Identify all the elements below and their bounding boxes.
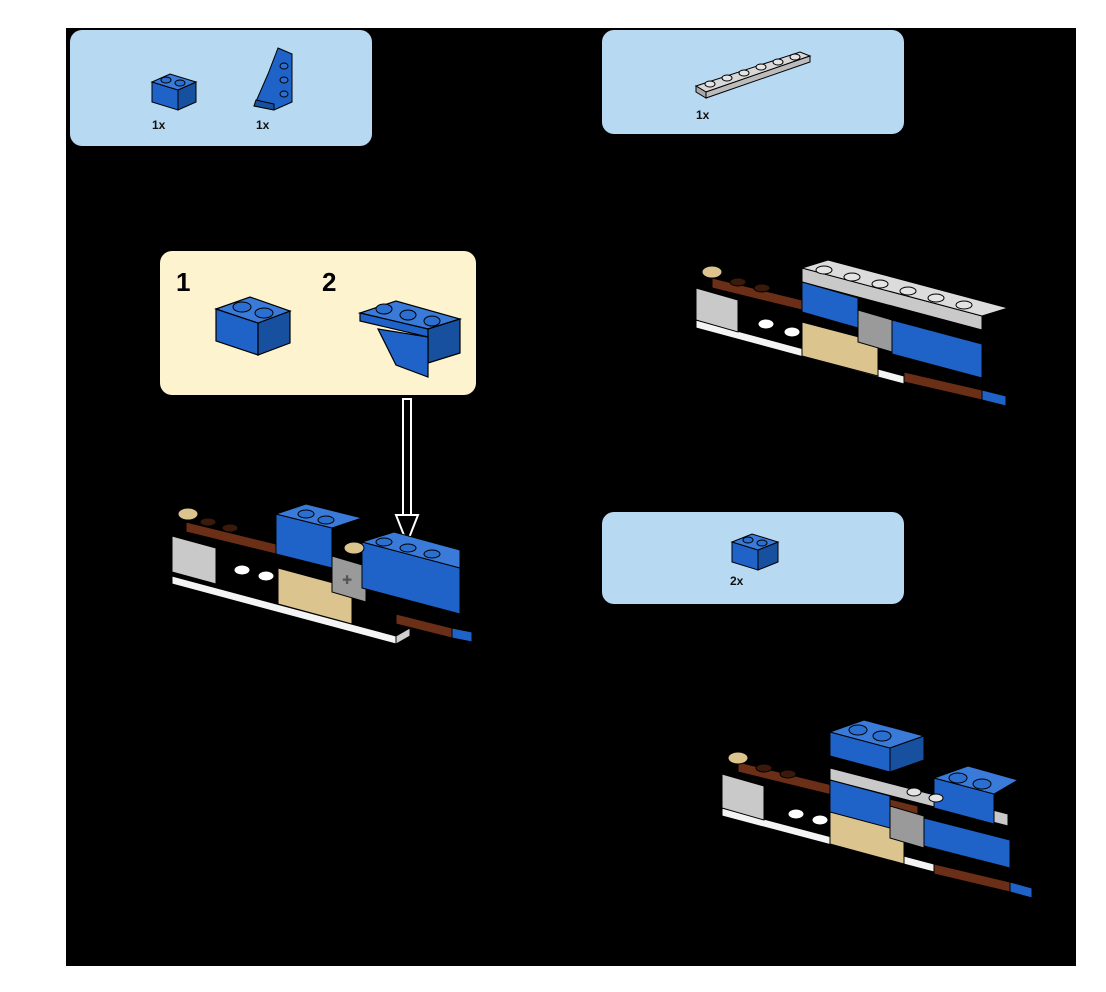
substep-number: 2 — [322, 267, 337, 297]
blue-brick-1x2-icon — [214, 296, 292, 356]
blue-brick-1x2-icon — [730, 533, 780, 571]
svg-text:✚: ✚ — [342, 573, 352, 587]
parts-list-panel: 2x — [602, 512, 904, 604]
substep-panel: 1 2 — [160, 251, 476, 395]
parts-list-panel: 1x — [602, 30, 904, 134]
light-gray-plate-1x6-icon — [694, 51, 812, 99]
instruction-page: 1x 1x 1x 1 2 — [66, 28, 1076, 966]
part-quantity: 1x — [256, 118, 270, 132]
assembly-model-icon: ✚ — [171, 503, 473, 645]
parts-list-panel: 1x 1x — [70, 30, 372, 146]
blue-wedge-plate-icon — [253, 47, 293, 111]
assembly-model-icon — [695, 259, 1010, 407]
blue-brick-1x2-icon — [150, 73, 198, 111]
part-quantity: 2x — [730, 574, 744, 588]
blue-wedge-brick-icon — [357, 300, 463, 378]
down-arrow-icon — [394, 398, 420, 546]
part-quantity: 1x — [152, 118, 166, 132]
assembly-model-icon — [721, 719, 1033, 899]
part-quantity: 1x — [696, 108, 710, 122]
substep-number: 1 — [176, 267, 191, 297]
